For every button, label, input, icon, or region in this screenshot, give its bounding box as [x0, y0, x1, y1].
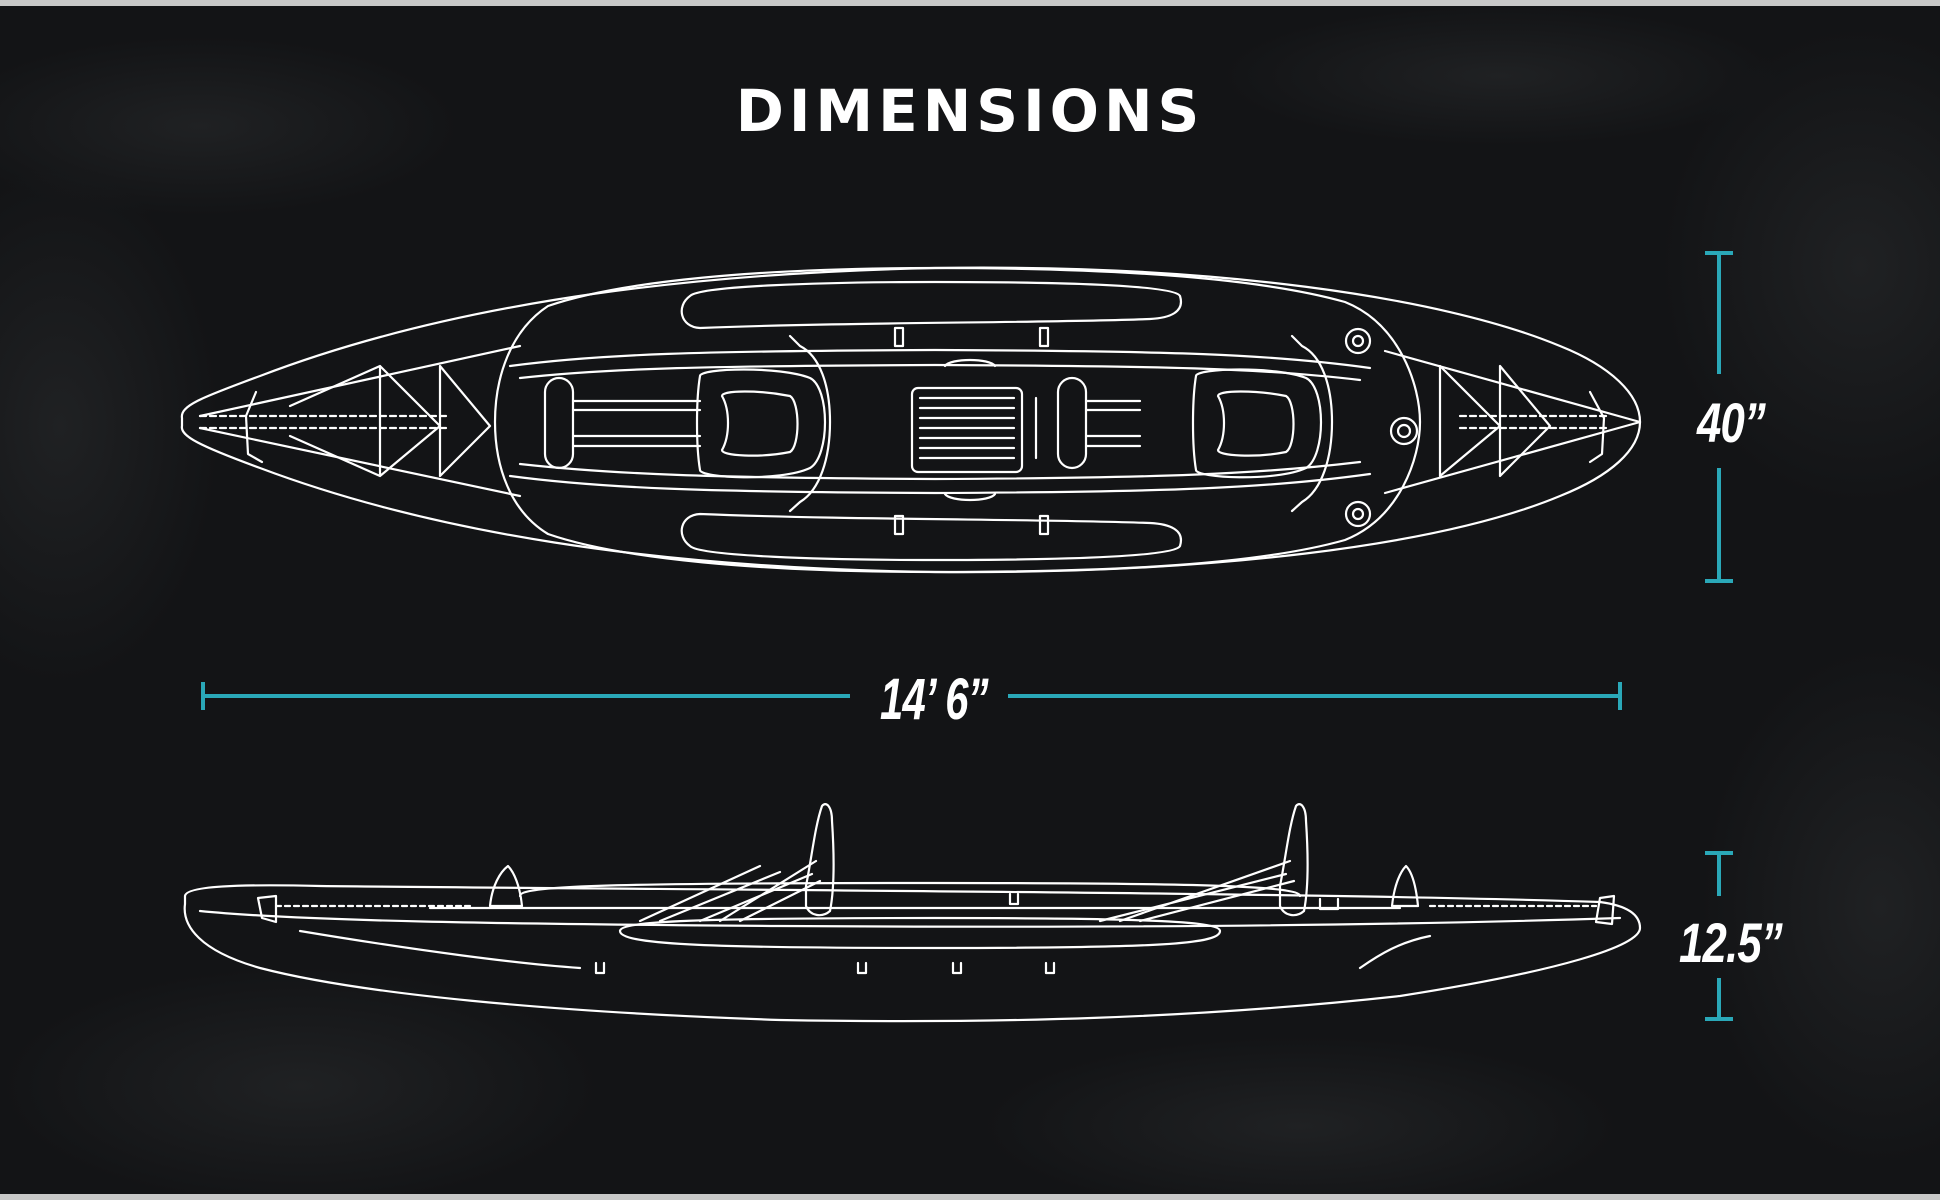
dark-board: DIMENSIONS — [0, 6, 1940, 1194]
length-dimension-line — [201, 682, 1622, 710]
page-title: DIMENSIONS — [735, 77, 1205, 145]
kayak-side-view — [183, 803, 1642, 1023]
dimension-lines — [201, 251, 1733, 1021]
height-label: 12.5” — [1679, 911, 1783, 974]
width-dimension-line — [1705, 251, 1733, 583]
length-label: 14’ 6” — [880, 667, 989, 732]
kayak-top-view — [180, 266, 1642, 574]
width-label: 40” — [1697, 391, 1766, 454]
texture-layer — [0, 6, 1940, 1194]
height-dimension-line — [1705, 851, 1733, 1021]
